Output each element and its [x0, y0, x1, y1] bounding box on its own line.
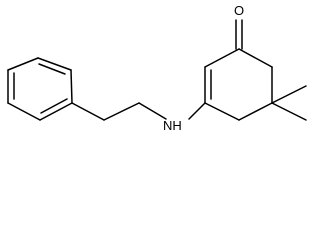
bond-ph-2	[70, 69, 73, 104]
bond-ph-inner-1	[38, 63, 66, 75]
cyclohexenone-ring	[204, 48, 273, 121]
bond-ph-6	[7, 57, 39, 71]
bond-c5-c4	[238, 102, 273, 121]
bond-n-c3	[188, 102, 206, 120]
gem-dimethyl	[271, 85, 307, 121]
carbonyl	[235, 19, 243, 50]
bond-ch2-ch2	[103, 102, 140, 121]
bond-ph-3	[39, 102, 73, 121]
bond-c2-c1	[204, 48, 240, 68]
bond-ch2-n	[138, 102, 167, 120]
ethyl-linker	[71, 102, 167, 121]
phenyl-ring	[7, 57, 73, 121]
bond-ph-4	[7, 102, 41, 121]
bond-ph-ch2	[71, 102, 105, 121]
bond-c1-c6	[238, 48, 273, 68]
nitrogen-label: NH	[163, 118, 182, 133]
oxygen-label: O	[234, 3, 244, 18]
bond-c5-methyl-1	[271, 85, 307, 104]
bond-ph-inner-2	[40, 98, 68, 114]
bond-c5-methyl-2	[271, 102, 307, 121]
chemical-structure: NH O	[7, 3, 307, 133]
bond-c4-c3	[204, 102, 240, 121]
bond-ph-1	[37, 57, 72, 71]
